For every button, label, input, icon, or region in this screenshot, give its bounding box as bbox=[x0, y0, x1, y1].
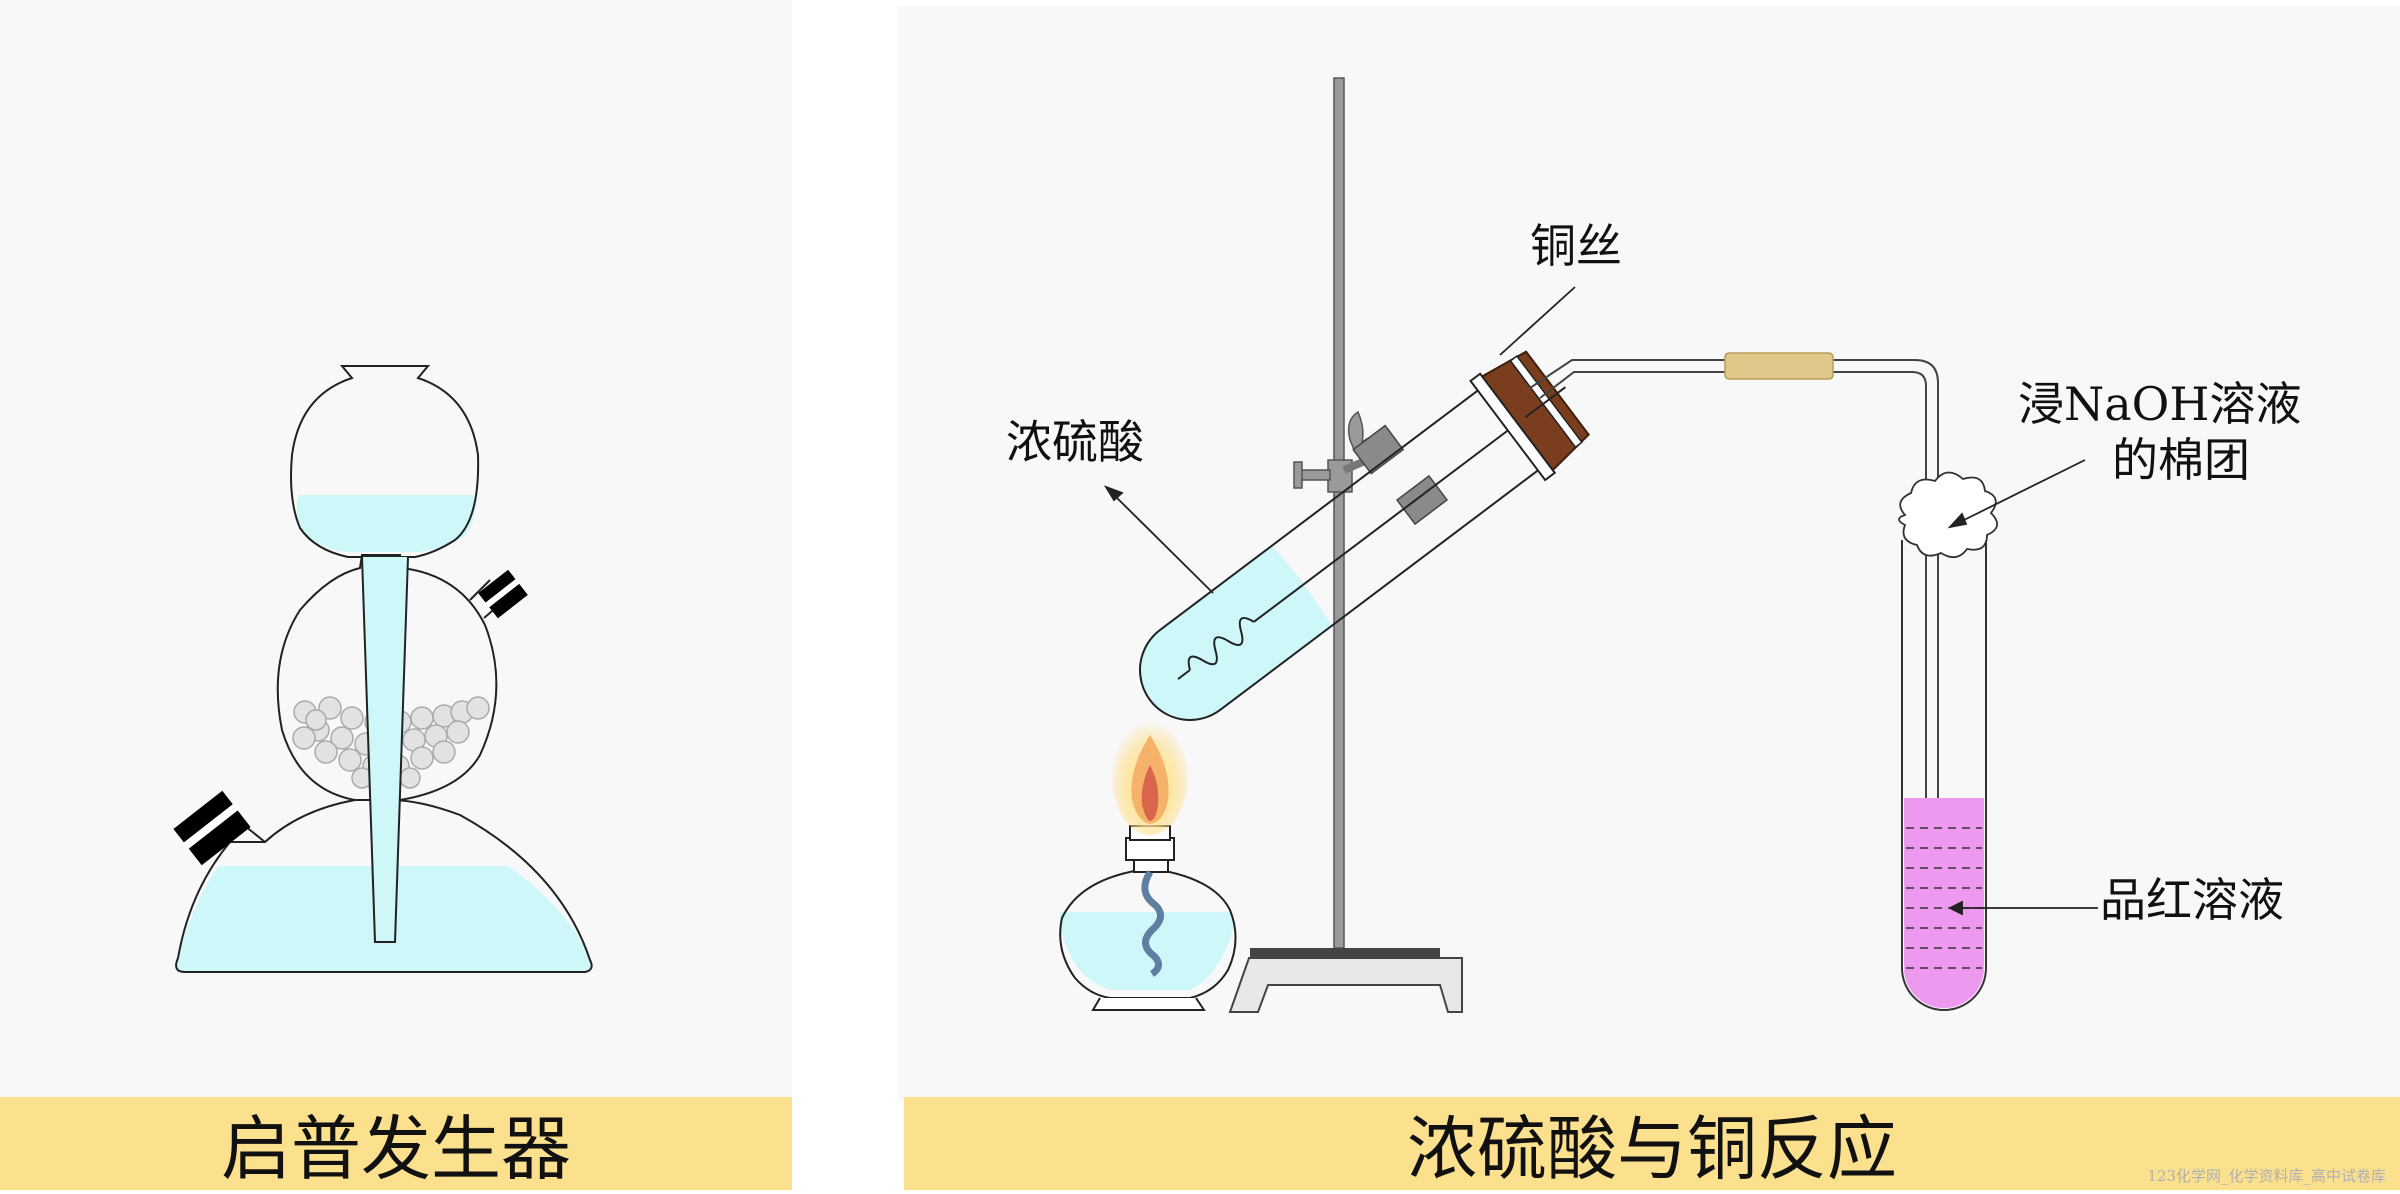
reaction-test-tube bbox=[1139, 350, 1590, 721]
kipp-funnel-stem bbox=[361, 556, 409, 943]
label-copper-wire: 铜丝 bbox=[1530, 219, 1622, 273]
clamp-jaw-upper bbox=[1352, 424, 1405, 475]
label-cotton-suffix: 溶液 bbox=[2210, 377, 2302, 431]
leader-lines bbox=[1103, 286, 2098, 916]
kipp-generator bbox=[173, 365, 593, 973]
label-cotton-prefix: 浸 bbox=[2018, 377, 2064, 431]
caption-kipp-generator: 启普发生器 bbox=[0, 1097, 792, 1190]
copper-wire-coil bbox=[1177, 416, 1527, 680]
kipp-bottom-stopper bbox=[173, 790, 251, 866]
stand-base-top bbox=[1250, 948, 1440, 958]
kipp-top-liquid bbox=[296, 495, 475, 552]
rubber-connector bbox=[1724, 352, 1834, 380]
magenta-solution-liquid bbox=[1904, 798, 1984, 1008]
lamp-wick bbox=[1141, 870, 1164, 977]
flame-inner bbox=[1141, 765, 1159, 821]
cotton-arrowhead bbox=[1947, 512, 1968, 529]
label-cotton-line1: 浸NaOH溶液 bbox=[2018, 377, 2302, 431]
watermark: 123化学网_化学资料库_高中试卷库 bbox=[2147, 1167, 2386, 1185]
magenta-arrowhead bbox=[1947, 900, 1963, 916]
apparatus-diagram: 浓硫酸 铜丝 浸NaOH溶液 的棉团 品红溶液 bbox=[173, 77, 2302, 1013]
kipp-top-globe bbox=[290, 365, 480, 558]
cotton-leader-line bbox=[1959, 459, 2086, 523]
label-cotton-line2: 的棉团 bbox=[2112, 433, 2250, 487]
cotton-ball bbox=[1898, 471, 1998, 559]
acid-leader-line bbox=[1111, 492, 1214, 594]
caption-copper-reaction: 浓硫酸与铜反应 bbox=[904, 1097, 2400, 1190]
copper-wire-leader-line bbox=[1499, 286, 1576, 356]
alcohol-lamp bbox=[1059, 715, 1237, 1011]
kipp-middle-stopper bbox=[478, 569, 528, 619]
label-concentrated-sulfuric-acid: 浓硫酸 bbox=[1006, 415, 1144, 469]
tube-acid-liquid bbox=[1140, 545, 1332, 720]
clamp-jaw-lower bbox=[1395, 474, 1449, 526]
stand-base bbox=[1228, 957, 1463, 1013]
delivery-tube bbox=[1529, 352, 1939, 948]
label-magenta-solution: 品红溶液 bbox=[2100, 873, 2284, 927]
label-cotton-formula: NaOH bbox=[2064, 377, 2210, 431]
lamp-cap bbox=[1125, 837, 1175, 861]
acid-arrowhead bbox=[1103, 485, 1124, 502]
clamp-screw bbox=[1297, 469, 1331, 481]
stand-rod bbox=[1333, 77, 1345, 949]
iron-stand bbox=[1228, 77, 1463, 1013]
kipp-bottom-vessel bbox=[175, 799, 593, 973]
receiving-test-tube bbox=[1898, 471, 1998, 1011]
